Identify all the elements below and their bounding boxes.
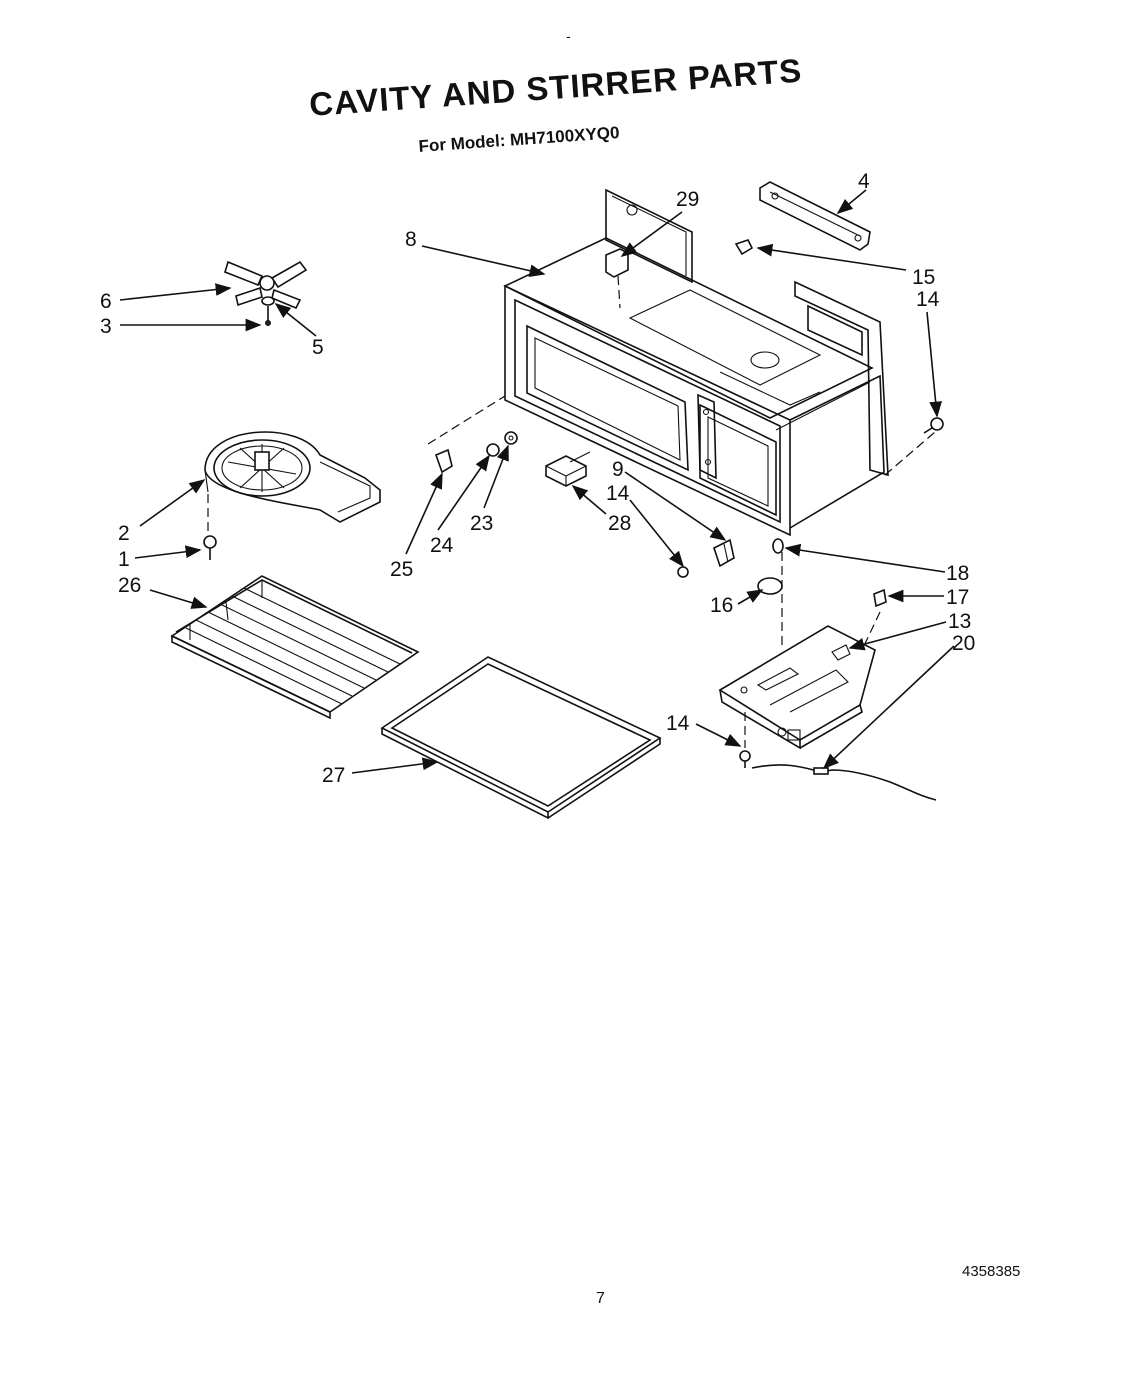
callout-2: 2	[118, 522, 130, 545]
callout-labels: 6 3 5 2 1 26 27 8 29 4 15 14 25 24 23 28…	[100, 170, 975, 787]
cavity-assembly	[427, 188, 936, 537]
callout-9: 9	[612, 458, 624, 481]
callout-8: 8	[405, 228, 417, 251]
callout-28: 28	[608, 512, 631, 535]
callout-20: 20	[952, 632, 975, 655]
part-14-screw-low	[739, 712, 751, 768]
callout-25: 25	[390, 558, 413, 581]
callout-18: 18	[946, 562, 969, 585]
part-24-nut	[486, 443, 500, 457]
callout-15: 15	[912, 266, 935, 289]
page-number: 7	[596, 1290, 605, 1307]
document-number: 4358385	[962, 1263, 1021, 1280]
callout-17: 17	[946, 586, 969, 609]
callout-14-a: 14	[916, 288, 940, 311]
fan-housing	[204, 431, 381, 538]
stirrer-blade	[224, 260, 308, 326]
part-27-tray	[380, 656, 662, 820]
part-4-bracket	[759, 181, 871, 251]
callout-3: 3	[100, 315, 112, 338]
callout-23: 23	[470, 512, 493, 535]
callout-26: 26	[118, 574, 141, 597]
part-17-clip	[873, 588, 887, 608]
part-14-screw-right	[923, 417, 944, 434]
part-28-block	[545, 455, 587, 487]
part-13-bracket	[718, 611, 881, 750]
callout-13: 13	[948, 610, 971, 633]
callout-16: 16	[710, 594, 733, 617]
part-18-spring	[772, 538, 784, 554]
part-29-block	[605, 248, 629, 309]
part-25-clip	[434, 448, 453, 474]
callout-1: 1	[118, 548, 130, 571]
callout-5: 5	[312, 336, 324, 359]
callout-27: 27	[322, 764, 345, 787]
callout-14-c: 14	[666, 712, 690, 735]
part-20-wire	[751, 764, 937, 801]
part-16-switch	[757, 552, 783, 650]
part-14-screw-mid	[677, 566, 689, 578]
callout-29: 29	[676, 188, 699, 211]
leader-lines	[119, 189, 955, 774]
part-23-washer	[504, 431, 518, 445]
top-mark: -	[566, 28, 571, 44]
callout-6: 6	[100, 290, 112, 313]
callout-14-b: 14	[606, 482, 630, 505]
callout-4: 4	[858, 170, 870, 193]
part-1-screw	[203, 535, 217, 560]
part-26-rack	[170, 575, 420, 720]
part-9-latch	[713, 538, 735, 568]
callout-24: 24	[430, 534, 454, 557]
part-15-clip	[734, 239, 754, 256]
